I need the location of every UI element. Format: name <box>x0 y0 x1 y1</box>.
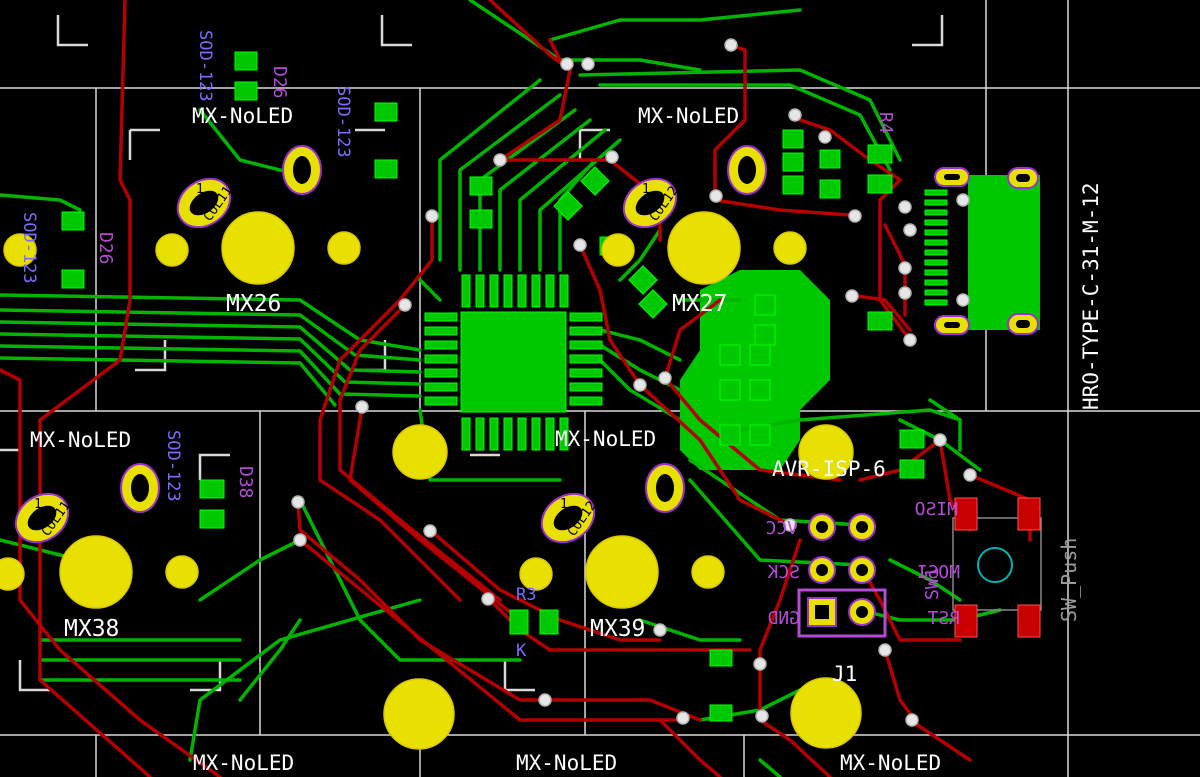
usb-value: HRO-TYPE-C-31-M-12 <box>1079 182 1103 410</box>
pin-label: MOSI <box>917 562 960 583</box>
fab-value: K <box>516 641 527 661</box>
vias <box>291 38 977 727</box>
footprint-label: MX-NoLED <box>555 427 656 451</box>
pad-number: 2 <box>742 164 750 179</box>
fab-value: SOD-123 <box>195 30 215 102</box>
pin-label: MISO <box>915 499 958 520</box>
switch-mx39[interactable] <box>519 463 725 609</box>
pad-number: 1 <box>34 497 42 512</box>
ref-diode: D26 <box>269 66 290 99</box>
footprint-label: MX-NoLED <box>193 751 294 775</box>
pad-number: 2 <box>660 482 668 497</box>
ref-mx27: MX27 <box>672 291 727 317</box>
pad-number: 1 <box>196 182 204 197</box>
pin-label: RST <box>927 608 960 629</box>
ref-sw1: SW1 <box>922 567 943 600</box>
mcu-top-pins <box>461 274 569 308</box>
mounting-holes <box>3 233 862 750</box>
usb-c-connector[interactable] <box>924 167 1039 335</box>
pad-number: 1 <box>642 182 650 197</box>
pin-label: SCK <box>767 562 800 583</box>
mcu-chip[interactable] <box>424 274 603 451</box>
pin-label: VCC <box>765 518 798 539</box>
reset-push-switch[interactable] <box>952 497 1042 638</box>
footprint-label: MX-NoLED <box>192 104 293 128</box>
fab-value: SOD-123 <box>163 430 183 502</box>
switch-mx26[interactable] <box>155 145 361 285</box>
pad-number: 1 <box>560 497 568 512</box>
ref-isp: AVR-ISP-6 <box>772 457 886 481</box>
mcu-left-pins <box>424 312 458 406</box>
footprint-label: MX-NoLED <box>638 104 739 128</box>
footprint-label: MX-NoLED <box>516 751 617 775</box>
switch-corner-brackets <box>0 15 944 692</box>
ref-mx39: MX39 <box>590 616 645 642</box>
mcu-bottom-pins <box>461 417 569 451</box>
fab-value: SOD-123 <box>333 86 353 158</box>
fab-value: SOD-123 <box>19 212 39 284</box>
ref-diode: D38 <box>235 466 256 499</box>
footprint-label: MX-NoLED <box>840 751 941 775</box>
ref-resistor: R3 <box>516 585 536 605</box>
ref-mx38: MX38 <box>64 616 119 642</box>
isp-header-j1[interactable] <box>797 513 887 638</box>
footprint-label: MX-NoLED <box>30 428 131 452</box>
ref-resistor: R4 <box>875 112 896 134</box>
ref-j1: J1 <box>832 662 857 686</box>
switch-mx38[interactable] <box>0 463 199 609</box>
pad-number: 2 <box>135 482 143 497</box>
mcu-right-pins <box>569 312 603 406</box>
sw-value: SW_Push <box>1057 538 1081 622</box>
switch-mx27[interactable] <box>601 145 807 285</box>
ref-mx26: MX26 <box>226 291 281 317</box>
pin-label: GND <box>767 608 800 629</box>
ref-diode: D26 <box>95 232 116 265</box>
pad-number: 2 <box>297 164 305 179</box>
